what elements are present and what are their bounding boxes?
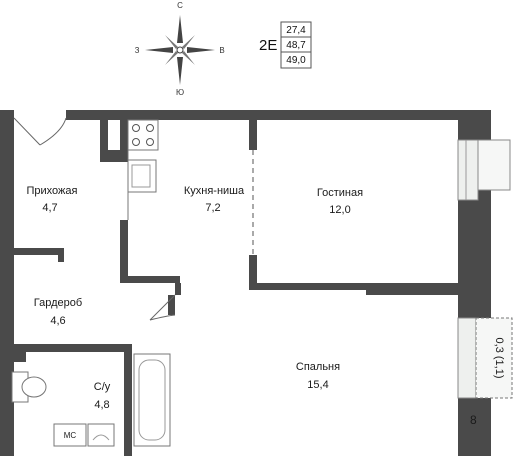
washer-label: МС	[64, 431, 77, 440]
unit-code: 2Е	[259, 37, 277, 54]
room-name-living: Гостиная	[317, 187, 363, 199]
room-area-wardrobe: 4,6	[50, 315, 65, 327]
bathtub-icon	[133, 353, 171, 447]
room-name-bedroom: Спальня	[296, 361, 340, 373]
washer-icon	[53, 423, 87, 447]
room-area-living: 12,0	[329, 204, 350, 216]
kitchen-fixtures	[127, 119, 159, 220]
unit-area-total: 48,7	[286, 40, 306, 51]
room-area-hallway: 4,7	[42, 202, 57, 214]
compass-diagonal-icon	[182, 51, 195, 65]
walls	[0, 110, 460, 456]
unit-area-living: 27,4	[286, 25, 306, 36]
compass-arrow-west-icon	[145, 47, 173, 53]
compass-diagonal-icon	[182, 35, 195, 49]
compass-center-icon	[176, 46, 184, 54]
room-name-kitchen: Кухня-ниша	[184, 185, 245, 197]
compass-arrow-east-icon	[187, 47, 215, 53]
compass-diagonal-icon	[165, 35, 178, 49]
compass-arrow-south-icon	[177, 57, 183, 85]
room-name-wardrobe: Гардероб	[34, 297, 82, 309]
compass-north-label: С	[177, 1, 183, 10]
compass-south-label: Ю	[176, 88, 184, 97]
compass-arrow-north-icon	[177, 15, 183, 43]
compass-rose: С Ю З В	[135, 1, 225, 97]
room-area-kitchen: 7,2	[205, 202, 220, 214]
bathroom-fixtures: МС	[11, 353, 171, 447]
room-name-bathroom: С/у	[94, 381, 111, 393]
room-area-bathroom: 4,8	[94, 399, 109, 411]
balcony-area-label: 0,3 (1,1)	[493, 338, 505, 379]
balcony-bottom: 0,3 (1,1)	[457, 317, 513, 399]
room-area-bedroom: 15,4	[307, 379, 328, 391]
compass-east-label: В	[219, 46, 224, 55]
corner-mark: 8	[470, 413, 477, 427]
unit-badge: 2Е 27,4 48,7 49,0	[259, 21, 312, 69]
room-labels: Прихожая 4,7 Кухня-ниша 7,2 Гостиная 12,…	[27, 185, 364, 411]
compass-diagonal-icon	[165, 51, 178, 65]
toilet-icon	[21, 376, 47, 398]
compass-west-label: З	[135, 46, 140, 55]
unit-area-with-balcony: 49,0	[286, 55, 306, 66]
stove-icon	[127, 119, 159, 151]
room-name-hallway: Прихожая	[27, 185, 78, 197]
balcony-top	[457, 139, 511, 201]
door-swings	[13, 117, 176, 321]
